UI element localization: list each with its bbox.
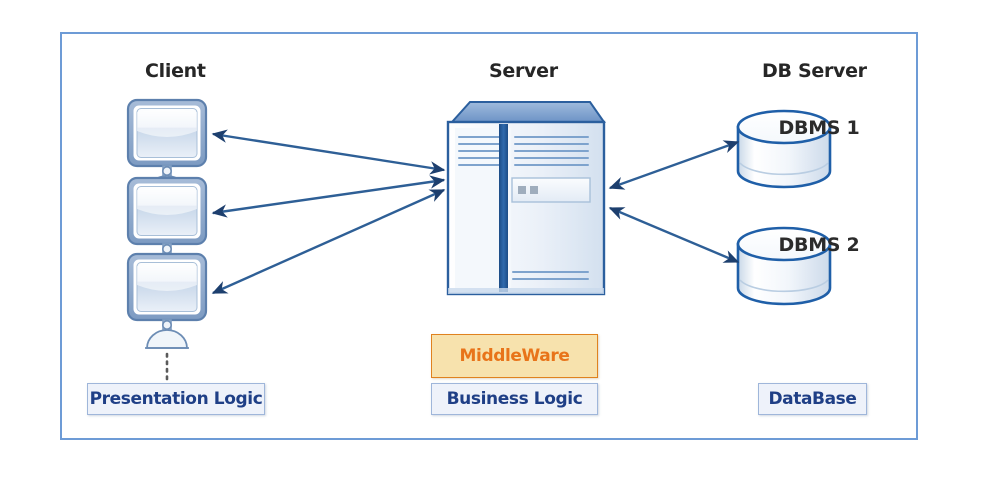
dbms-1-label: DBMS 1 [778,117,860,139]
heading-server: Server [489,60,558,82]
tier-label-business-logic[interactable]: Business Logic [431,383,598,415]
dbms-2-label: DBMS 2 [778,234,860,256]
heading-db-server: DB Server [762,60,867,82]
tier-label-database[interactable]: DataBase [758,383,867,415]
heading-client: Client [145,60,206,82]
tier-label-middleware[interactable]: MiddleWare [431,334,598,378]
tier-label-presentation-logic[interactable]: Presentation Logic [87,383,265,415]
